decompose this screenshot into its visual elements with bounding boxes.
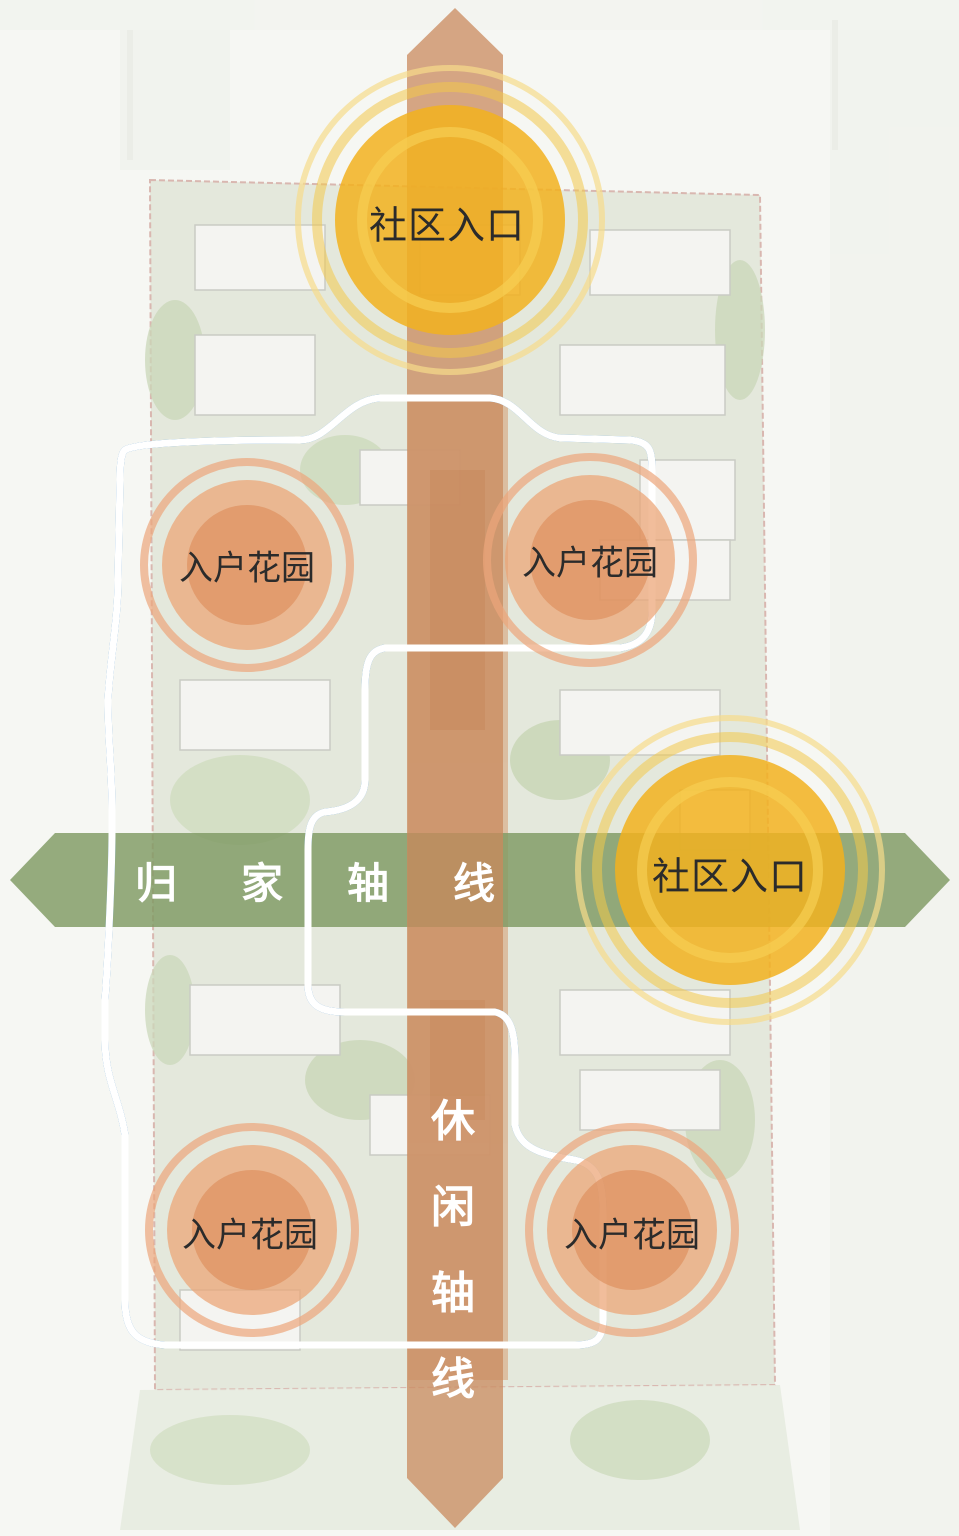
leisure-axis-char: 线 [431, 1354, 475, 1405]
home-axis-label: 归 家 轴 线 [135, 850, 495, 910]
home-axis-char: 归 [135, 858, 178, 908]
garden-lower-right-marker [525, 1123, 739, 1337]
leisure-axis-char: 休 [431, 1096, 475, 1147]
leisure-axis-char: 闲 [431, 1182, 475, 1233]
garden-upper-right-marker [483, 453, 697, 667]
garden-upper-left-marker [140, 458, 354, 672]
garden-lower-left-label: 入户花园 [182, 1215, 318, 1256]
home-axis-char: 线 [452, 858, 495, 908]
entrance-top-marker [295, 65, 605, 375]
garden-upper-left-label: 入户花园 [179, 548, 315, 589]
leisure-axis-char: 轴 [431, 1268, 475, 1319]
entrance-top-label: 社区入口 [368, 203, 526, 248]
home-axis-char: 家 [240, 858, 283, 908]
leisure-axis-arrow [407, 8, 503, 1528]
leisure-axis-label: 休 闲 轴 线 [420, 1085, 486, 1407]
loop-path [101, 394, 656, 1349]
garden-lower-right-label: 入户花园 [564, 1215, 700, 1256]
home-axis-char: 轴 [346, 858, 389, 908]
entrance-right-label: 社区入口 [651, 854, 809, 899]
garden-upper-right-label: 入户花园 [522, 543, 658, 584]
garden-lower-left-marker [145, 1123, 359, 1337]
entrance-right-marker [575, 715, 885, 1025]
